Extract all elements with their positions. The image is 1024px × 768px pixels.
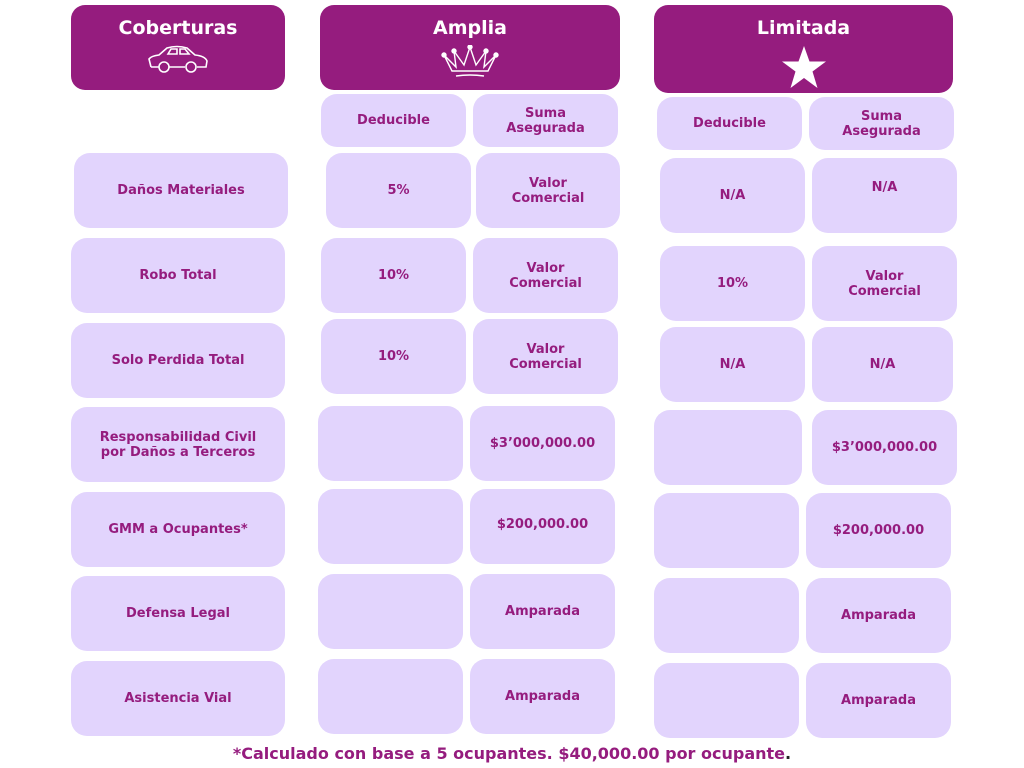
limitada-deducible-header: Deducible	[657, 97, 802, 150]
car-icon	[148, 45, 208, 73]
amplia-suma: Amparada	[470, 659, 615, 734]
limitada-suma: $200,000.00	[806, 493, 951, 568]
limitada-deducible	[654, 410, 802, 485]
header-limitada-label: Limitada	[756, 17, 851, 39]
footnote-text: *Calculado con base a 5 ocupantes. $40,0…	[232, 744, 786, 763]
limitada-suma: $3’000,000.00	[812, 410, 957, 485]
limitada-suma: N/A	[812, 327, 953, 402]
amplia-deducible	[318, 406, 463, 481]
limitada-suma: Amparada	[806, 663, 951, 738]
amplia-suma: Valor Comercial	[473, 319, 618, 394]
limitada-deducible	[654, 493, 799, 568]
row-label: Asistencia Vial	[71, 661, 285, 736]
limitada-suma: N/A	[812, 158, 957, 233]
amplia-suma-header: Suma Asegurada	[473, 94, 618, 147]
amplia-deducible-header: Deducible	[321, 94, 466, 147]
amplia-deducible	[318, 574, 463, 649]
header-coberturas-label: Coberturas	[118, 17, 238, 39]
amplia-deducible	[318, 489, 463, 564]
amplia-suma: $3’000,000.00	[470, 406, 615, 481]
row-label: Defensa Legal	[71, 576, 285, 651]
limitada-deducible	[654, 578, 799, 653]
crown-icon	[441, 45, 499, 77]
row-label: Robo Total	[71, 238, 285, 313]
amplia-suma: Valor Comercial	[476, 153, 620, 228]
header-coberturas: Coberturas	[71, 5, 285, 90]
amplia-deducible	[318, 659, 463, 734]
limitada-suma: Amparada	[806, 578, 951, 653]
limitada-suma: Valor Comercial	[812, 246, 957, 321]
amplia-deducible: 10%	[321, 238, 466, 313]
footnote-period: .	[785, 744, 792, 763]
star-icon	[781, 46, 826, 88]
row-label: Daños Materiales	[74, 153, 288, 228]
header-limitada: Limitada	[654, 5, 953, 93]
amplia-deducible: 5%	[326, 153, 471, 228]
header-amplia-label: Amplia	[433, 17, 507, 39]
footnote: *Calculado con base a 5 ocupantes. $40,0…	[0, 744, 1024, 763]
header-amplia: Amplia	[320, 5, 620, 90]
amplia-suma: Amparada	[470, 574, 615, 649]
amplia-deducible: 10%	[321, 319, 466, 394]
amplia-suma: Valor Comercial	[473, 238, 618, 313]
row-label: GMM a Ocupantes*	[71, 492, 285, 567]
row-label: Responsabilidad Civil por Daños a Tercer…	[71, 407, 285, 482]
limitada-deducible: N/A	[660, 158, 805, 233]
amplia-suma: $200,000.00	[470, 489, 615, 564]
limitada-deducible: 10%	[660, 246, 805, 321]
limitada-suma-header: Suma Asegurada	[809, 97, 954, 150]
limitada-deducible	[654, 663, 799, 738]
row-label: Solo Perdida Total	[71, 323, 285, 398]
limitada-deducible: N/A	[660, 327, 805, 402]
